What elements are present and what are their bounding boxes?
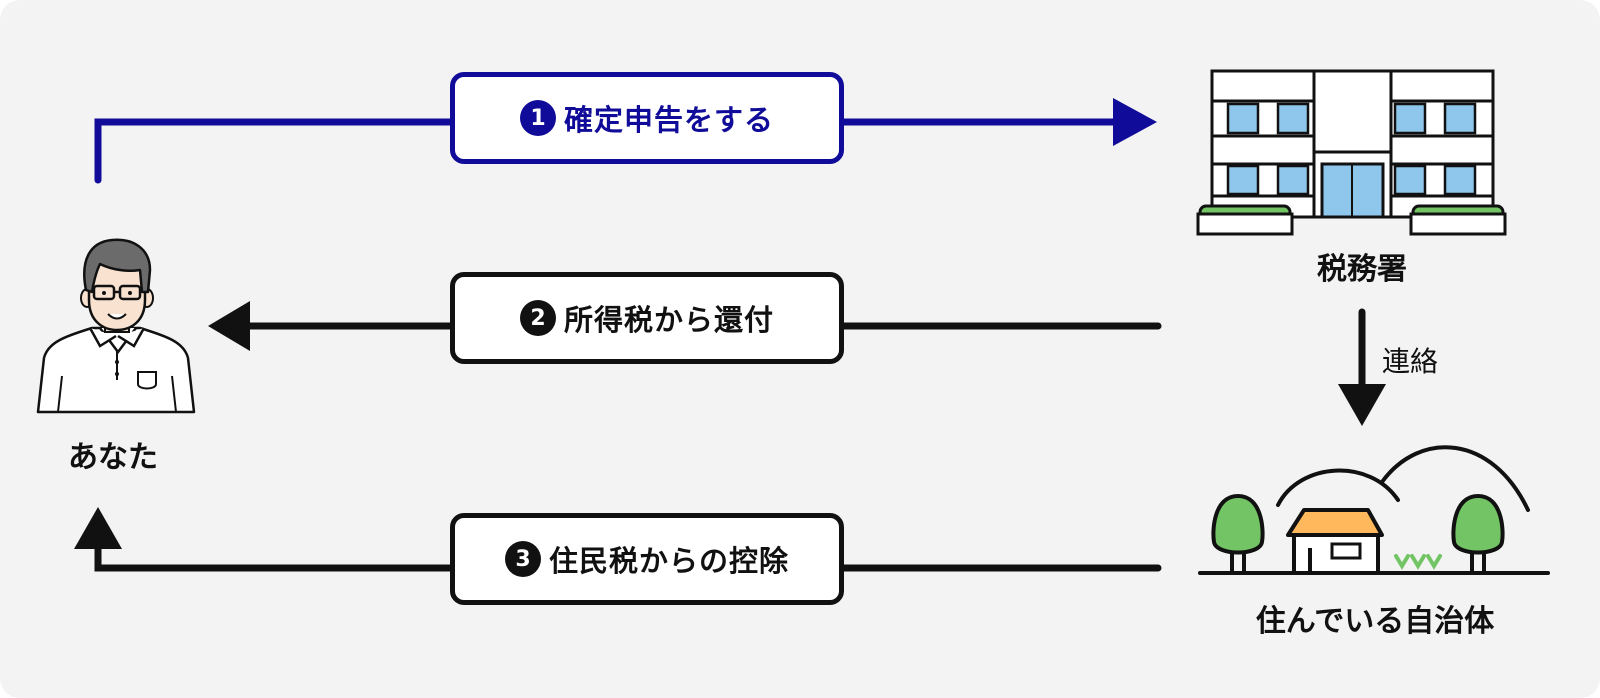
step-3-label: 住民税からの控除 [548,544,789,578]
arrow-3-head [74,507,122,549]
link-arrow [1338,308,1386,426]
person-icon [36,238,196,414]
municipality-label: 住んでいる自治体 [1255,604,1495,639]
step-1-box: 1 確定申告をする [450,72,844,164]
step-2-label: 所得税から還付 [563,303,774,337]
step-1-number-badge: 1 [519,100,556,136]
arrow-1-head [1113,98,1157,146]
you-label: あなた [68,440,158,475]
link-label: 連絡 [1382,345,1439,378]
step-1-label: 確定申告をする [563,103,774,137]
step-2-box: 2 所得税から還付 [450,272,844,364]
town-icon [1198,445,1550,575]
step-3-box: 3 住民税からの控除 [450,513,844,605]
step-3-number-badge: 3 [504,541,541,577]
arrow-2-head [208,301,250,351]
tax-office-label: 税務署 [1317,252,1407,287]
step-2-number-badge: 2 [519,300,556,336]
building-icon [1196,69,1507,236]
link-arrow-head [1338,384,1386,426]
